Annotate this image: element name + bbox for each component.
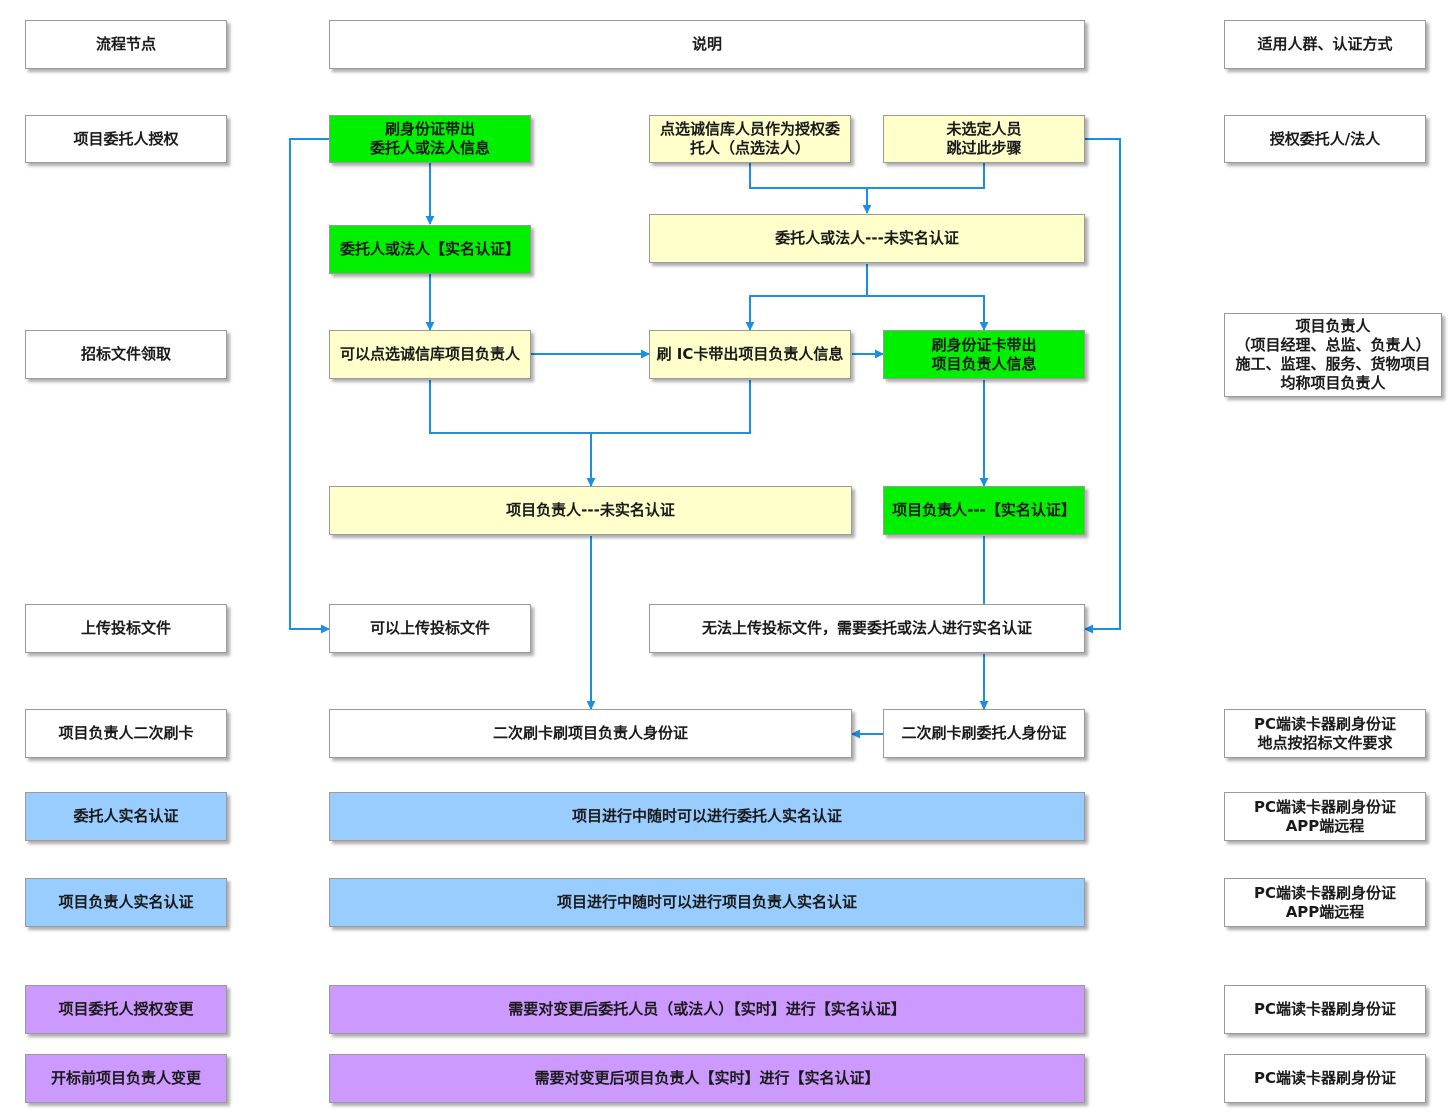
flow-no-person-skip: 未选定人员 跳过此步骤 (883, 115, 1085, 163)
note-principal-verify: PC端读卡器刷身份证 APP端远程 (1224, 792, 1426, 841)
flow-can-upload: 可以上传投标文件 (329, 604, 531, 653)
connector-arrow (429, 380, 751, 434)
header-description: 说明 (329, 20, 1085, 69)
stage-principal-verification: 委托人实名认证 (25, 792, 227, 841)
flow-change-principal: 需要对变更后委托人员（或法人）【实时】进行【实名认证】 (329, 985, 1085, 1034)
flow-anytime-manager: 项目进行中随时可以进行项目负责人实名认证 (329, 878, 1085, 927)
flow-swipe-id-manager: 刷身份证卡带出 项目负责人信息 (883, 330, 1085, 379)
flow-select-credit-manager: 可以点选诚信库项目负责人 (329, 330, 531, 379)
note-second-swipe: PC端读卡器刷身份证 地点按招标文件要求 (1224, 709, 1426, 758)
note-project-manager: 项目负责人 （项目经理、总监、负责人） 施工、监理、服务、货物项目 均称项目负责… (1224, 313, 1442, 397)
connector-arrow (1084, 138, 1121, 634)
flow-second-swipe-manager: 二次刷卡刷项目负责人身份证 (329, 709, 852, 758)
note-principal: 授权委托人/法人 (1224, 115, 1426, 163)
stage-manager-change: 开标前项目负责人变更 (25, 1054, 227, 1103)
header-applicable: 适用人群、认证方式 (1224, 20, 1426, 69)
stage-second-swipe: 项目负责人二次刷卡 (25, 709, 227, 758)
stage-manager-verification: 项目负责人实名认证 (25, 878, 227, 927)
stage-principal-change: 项目委托人授权变更 (25, 985, 227, 1034)
flow-anytime-principal: 项目进行中随时可以进行委托人实名认证 (329, 792, 1085, 841)
flow-cannot-upload: 无法上传投标文件，需要委托或法人进行实名认证 (649, 604, 1085, 653)
connector-arrow (745, 264, 868, 331)
flow-select-credit-principal: 点选诚信库人员作为授权委 托人（点选法人） (649, 115, 851, 163)
flow-change-manager: 需要对变更后项目负责人【实时】进行【实名认证】 (329, 1054, 1085, 1103)
flow-manager-not-verified: 项目负责人---未实名认证 (329, 486, 852, 535)
stage-tender-doc-collection: 招标文件领取 (25, 330, 227, 379)
note-manager-verify: PC端读卡器刷身份证 APP端远程 (1224, 878, 1426, 927)
flow-principal-not-verified: 委托人或法人---未实名认证 (649, 214, 1085, 263)
flow-swipe-id-principal: 刷身份证带出 委托人或法人信息 (329, 115, 531, 163)
flow-swipe-ic-manager: 刷 IC卡带出项目负责人信息 (649, 330, 851, 379)
note-principal-change: PC端读卡器刷身份证 (1224, 985, 1426, 1034)
header-node: 流程节点 (25, 20, 227, 69)
connector-arrow (867, 295, 989, 331)
connector-arrow (749, 163, 985, 189)
note-manager-change: PC端读卡器刷身份证 (1224, 1054, 1426, 1103)
flow-manager-verified: 项目负责人---【实名认证】 (883, 486, 1085, 535)
connector-arrow (289, 138, 330, 634)
stage-principal-authorization: 项目委托人授权 (25, 115, 227, 163)
stage-upload-bid: 上传投标文件 (25, 604, 227, 653)
flow-second-swipe-principal: 二次刷卡刷委托人身份证 (883, 709, 1085, 758)
flow-principal-verified: 委托人或法人【实名认证】 (329, 225, 531, 274)
